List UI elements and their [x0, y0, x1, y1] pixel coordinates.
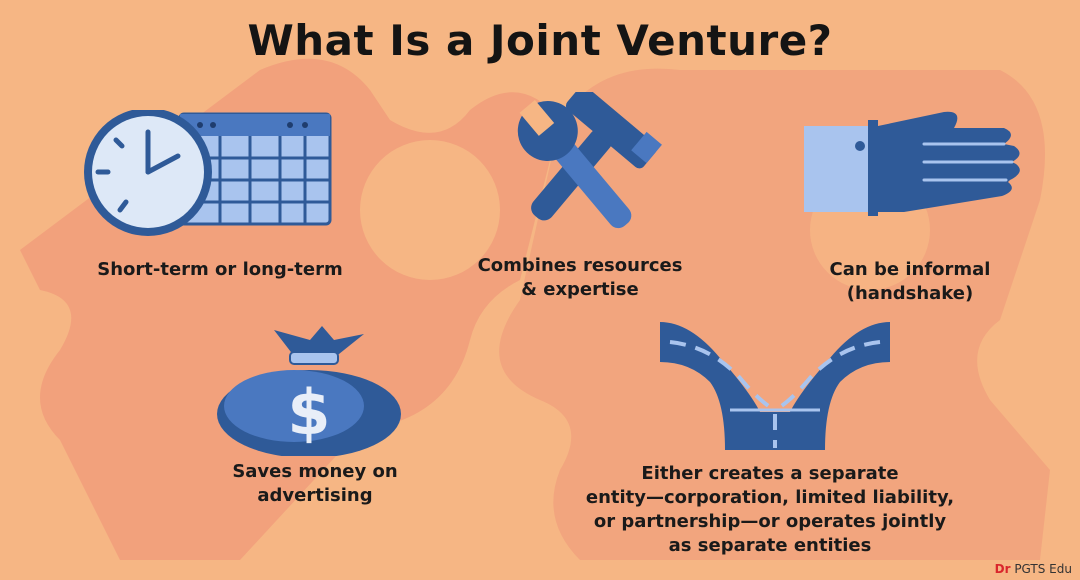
caption-line: (handshake) — [846, 283, 974, 304]
svg-text:$: $ — [287, 376, 330, 449]
watermark-rest: PGTS Edu — [1010, 562, 1072, 576]
caption-line: advertising — [257, 485, 373, 506]
caption-entity: Either creates a separate entity—corpora… — [540, 462, 1000, 558]
caption-line: Short-term or long-term — [97, 259, 343, 280]
caption-resources: Combines resources & expertise — [430, 254, 730, 302]
caption-term: Short-term or long-term — [60, 258, 380, 282]
caption-line: entity—corporation, limited liability, — [585, 487, 955, 508]
caption-line: Combines resources — [477, 255, 683, 276]
merging-road-icon — [660, 322, 890, 450]
caption-line: & expertise — [521, 279, 639, 300]
money-bag-icon: $ — [217, 326, 401, 456]
caption-advertising: Saves money on advertising — [190, 460, 440, 508]
page-title: What Is a Joint Venture? — [247, 16, 833, 65]
clock-calendar-icon — [84, 110, 332, 236]
watermark-prefix: Dr — [994, 562, 1011, 576]
wrench-hammer-icon — [517, 92, 662, 229]
caption-line: as separate entities — [668, 535, 872, 556]
watermark: Dr PGTS Edu — [995, 562, 1072, 576]
caption-line: Can be informal — [829, 259, 991, 280]
caption-line: or partnership—or operates jointly — [593, 511, 947, 532]
puzzle-knob — [360, 140, 500, 280]
handshake-hand-icon — [804, 111, 1020, 216]
caption-line: Saves money on — [232, 461, 398, 482]
caption-informal: Can be informal (handshake) — [780, 258, 1040, 306]
caption-line: Either creates a separate — [641, 463, 899, 484]
